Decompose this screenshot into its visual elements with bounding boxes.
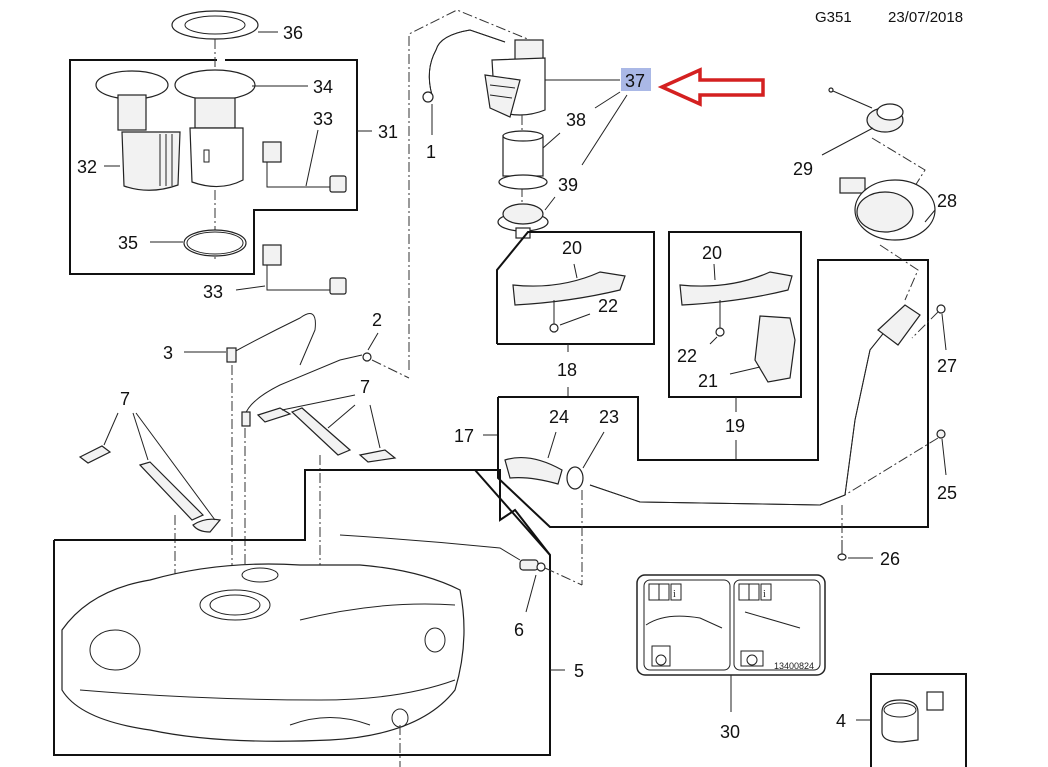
warning-label-part-30[interactable]: i i 13400824 <box>636 574 826 676</box>
svg-text:i: i <box>673 589 676 600</box>
callout-22b[interactable]: 22 <box>677 346 697 366</box>
label-code: 13400824 <box>774 661 814 671</box>
info-icon-2: i <box>760 583 772 601</box>
o-ring-part-35[interactable] <box>183 229 247 257</box>
fuel-can-icon <box>740 650 764 667</box>
callout-36[interactable]: 36 <box>283 23 303 43</box>
diagram-date: 23/07/2018 <box>888 9 963 26</box>
filler-housing-part-28[interactable] <box>839 177 936 241</box>
callout-32[interactable]: 32 <box>77 157 97 177</box>
connector-part-6[interactable] <box>519 559 546 572</box>
callout-18[interactable]: 18 <box>557 360 577 380</box>
heat-shield-part-20b[interactable] <box>679 271 793 306</box>
lock-ring-part-36[interactable] <box>171 10 259 40</box>
callout-21[interactable]: 21 <box>698 371 718 391</box>
fuel-line-part-2[interactable] <box>241 352 372 427</box>
filter-housing-part-37[interactable] <box>484 39 546 118</box>
callout-17[interactable]: 17 <box>454 426 474 446</box>
fuel-line-part-1[interactable] <box>422 29 506 103</box>
callout-28[interactable]: 28 <box>937 191 957 211</box>
callout-3[interactable]: 3 <box>163 343 173 363</box>
group-5-fuel-tank: 5 6 <box>53 469 584 767</box>
manual-icon <box>648 583 670 601</box>
filler-neck[interactable] <box>877 304 921 346</box>
heat-shield-part-21[interactable] <box>754 315 796 383</box>
fuel-cap-part-29[interactable] <box>828 87 904 133</box>
heat-shield-part-20a[interactable] <box>512 271 626 306</box>
wiring-harness-part-33a[interactable] <box>262 141 347 193</box>
callout-20a[interactable]: 20 <box>562 238 582 258</box>
callout-30[interactable]: 30 <box>720 722 740 742</box>
callout-33b[interactable]: 33 <box>203 282 223 302</box>
callout-4[interactable]: 4 <box>836 711 846 731</box>
clip-box-part-4: 4 <box>836 673 967 767</box>
callout-31[interactable]: 31 <box>378 122 398 142</box>
callout-34[interactable]: 34 <box>313 77 333 97</box>
highlight-box-37 <box>621 68 651 91</box>
group-19-heat-shield: 20 22 21 <box>668 231 802 398</box>
nut-part-25[interactable] <box>936 429 946 439</box>
callout-20b[interactable]: 20 <box>702 243 722 263</box>
callout-35[interactable]: 35 <box>118 233 138 253</box>
callout-6[interactable]: 6 <box>514 620 524 640</box>
clamp-part-23[interactable] <box>566 466 584 490</box>
hose-part-24[interactable] <box>504 457 563 485</box>
callout-7b[interactable]: 7 <box>360 377 370 397</box>
pad-part-7-right[interactable] <box>256 407 397 463</box>
callout-5[interactable]: 5 <box>574 661 584 681</box>
callout-22a[interactable]: 22 <box>598 296 618 316</box>
diagram-code: G351 <box>815 9 852 26</box>
svg-text:i: i <box>763 589 766 600</box>
callout-26[interactable]: 26 <box>880 549 900 569</box>
nut-part-22b[interactable] <box>715 327 725 337</box>
group-18-heat-shield: 20 22 <box>496 231 655 345</box>
fuel-line-part-3[interactable] <box>226 313 316 366</box>
nut-part-22a[interactable] <box>549 323 559 333</box>
callout-23[interactable]: 23 <box>599 407 619 427</box>
filter-element-part-38[interactable] <box>498 130 548 190</box>
callout-2[interactable]: 2 <box>372 310 382 330</box>
red-pointer-arrow <box>657 67 765 107</box>
manual-icon-2 <box>738 583 760 601</box>
callout-19[interactable]: 19 <box>725 416 745 436</box>
callout-38[interactable]: 38 <box>566 110 586 130</box>
callout-1[interactable]: 1 <box>426 142 436 162</box>
callout-25[interactable]: 25 <box>937 483 957 503</box>
fuel-pump-module-part-34[interactable] <box>174 69 256 188</box>
fuel-pump-module-part-32[interactable] <box>95 70 181 191</box>
callout-7a[interactable]: 7 <box>120 389 130 409</box>
callout-29[interactable]: 29 <box>793 159 813 179</box>
screw-part-26[interactable] <box>837 540 847 561</box>
callout-27[interactable]: 27 <box>937 356 957 376</box>
bolt-part-27[interactable] <box>936 304 946 314</box>
info-icon: i <box>670 583 682 601</box>
callout-39[interactable]: 39 <box>558 175 578 195</box>
callout-37[interactable]: 37 <box>625 71 645 91</box>
clip-part-4[interactable] <box>881 691 944 743</box>
callout-33a[interactable]: 33 <box>313 109 333 129</box>
fuel-tank-part-5[interactable] <box>61 563 465 742</box>
wiring-harness-part-33b[interactable] <box>262 244 347 295</box>
pad-part-7-left[interactable] <box>78 445 222 533</box>
callout-24[interactable]: 24 <box>549 407 569 427</box>
group-31-fuel-pump-module: 31 36 32 34 <box>69 10 398 275</box>
fuel-pump-icon <box>651 645 671 667</box>
